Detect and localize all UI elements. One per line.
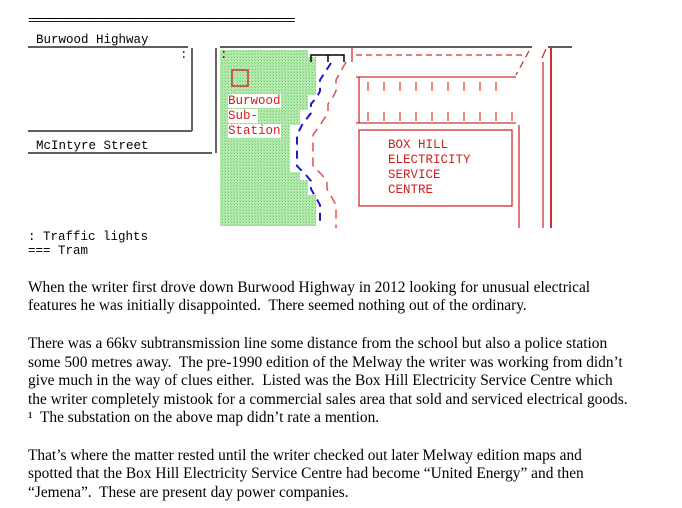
service-centre-label: ELECTRICITY (388, 153, 471, 167)
substation-label: Burwood (228, 94, 281, 108)
substation-area (220, 50, 316, 226)
legend-tram: === Tram (28, 244, 89, 258)
paragraph-line: give much in the way of clues either. Li… (28, 372, 613, 389)
paragraph-line: spotted that the Box Hill Electricity Se… (28, 465, 584, 482)
service-centre-label: BOX HILL (388, 138, 449, 152)
paragraph-line: That’s where the matter rested until the… (28, 447, 582, 464)
paragraph-line: When the writer first drove down Burwood… (28, 279, 591, 296)
road-edges (191, 48, 217, 153)
service-centre-lines (231, 48, 552, 228)
legend-traffic-lights: : Traffic lights (28, 230, 149, 244)
paragraph-line: ¹ The substation on the above map didn’t… (28, 409, 380, 426)
roads (28, 46, 572, 154)
tram-line: ========================================… (28, 14, 296, 28)
paragraph-line: the writer completely mistook for a comm… (28, 391, 628, 408)
service-centre-label: CENTRE (388, 183, 434, 197)
substation-label: Sub- (228, 109, 259, 123)
paragraph-line: There was a 66kv subtransmission line so… (28, 335, 608, 352)
service-centre-label: SERVICE (388, 168, 441, 182)
traffic-light-marker: : (180, 48, 188, 62)
power-line-red-1 (312, 61, 347, 228)
ticks (367, 82, 513, 121)
paragraph-line: some 500 metres away. The pre-1990 editi… (28, 354, 623, 371)
power-line-blue (296, 62, 332, 222)
road-label-mcintyre-street: McIntyre Street (36, 139, 149, 153)
road-label-burwood-highway: Burwood Highway (36, 33, 149, 47)
paragraph-line: “Jemena”. These are present day power co… (28, 484, 349, 501)
bracket (310, 54, 345, 62)
substation-label: Station (228, 124, 281, 138)
traffic-light-marker: : (220, 48, 228, 62)
paragraph-line: features he was initially disappointed. … (28, 297, 527, 314)
